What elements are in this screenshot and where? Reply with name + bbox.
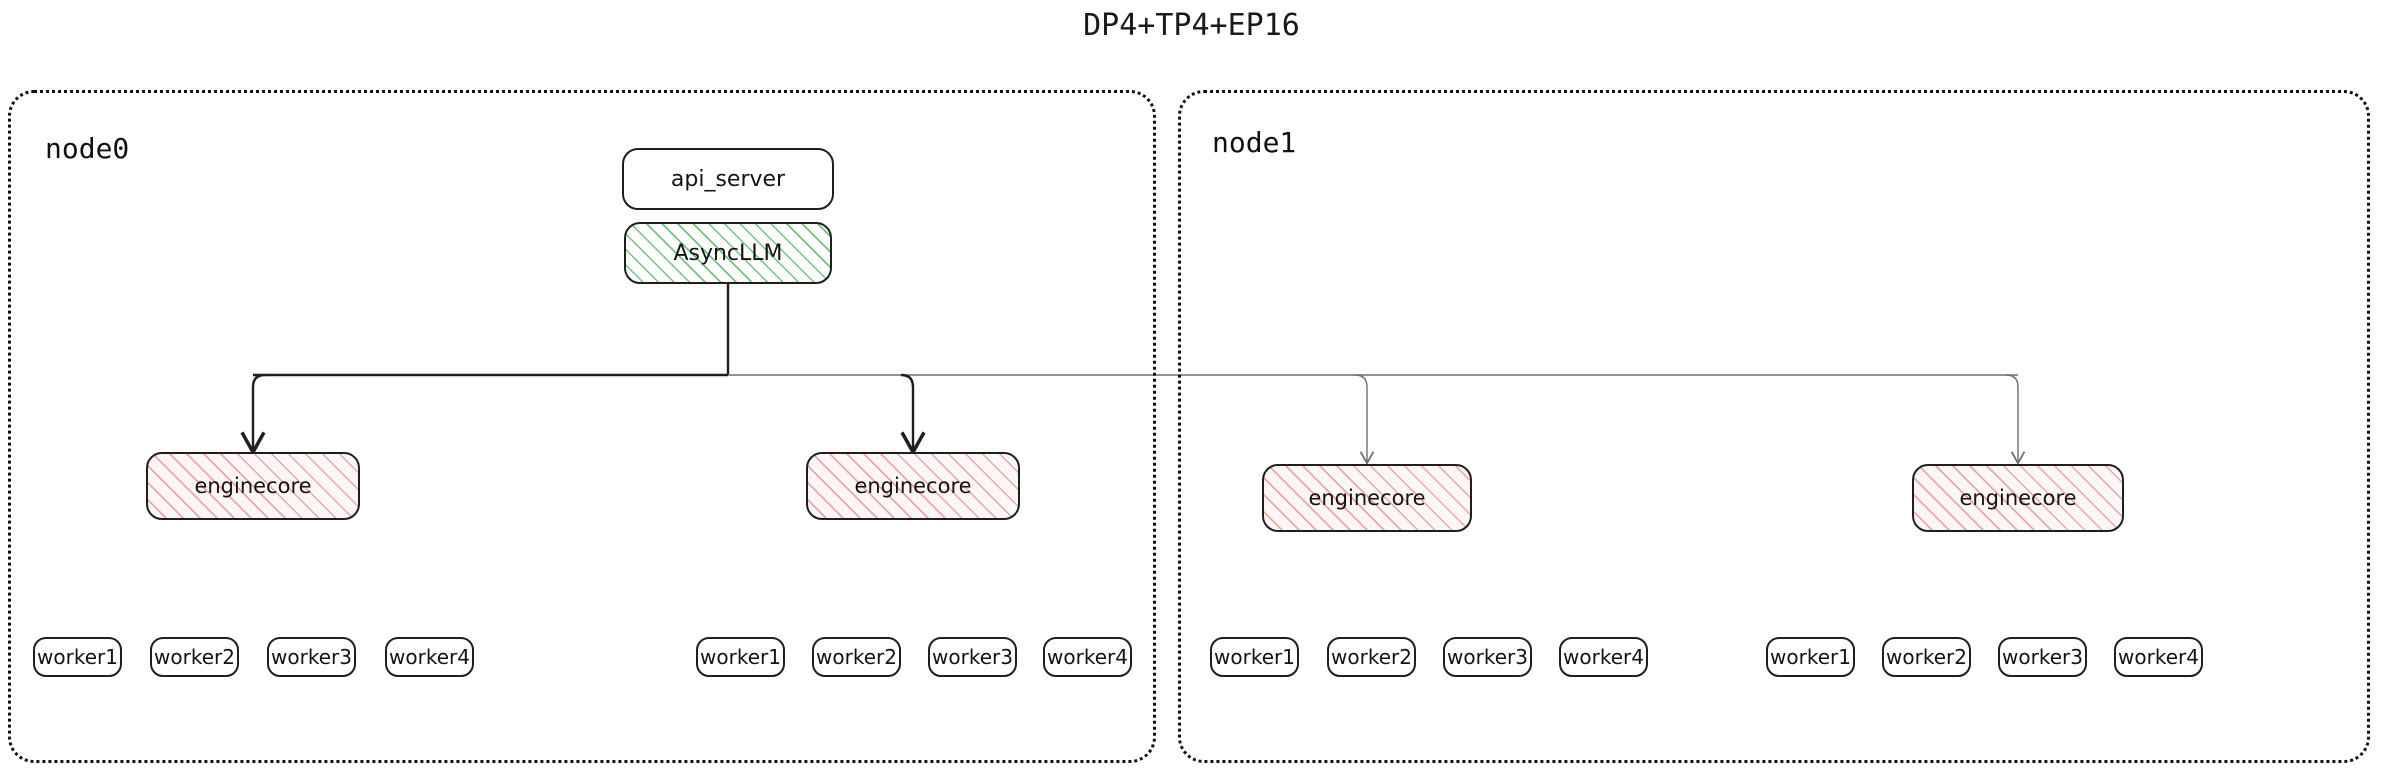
api-server-box[interactable]: api_server xyxy=(622,148,834,210)
worker-box[interactable]: worker3 xyxy=(1443,637,1532,677)
worker-label: worker2 xyxy=(1331,645,1412,669)
worker-label: worker3 xyxy=(271,645,352,669)
worker-label: worker3 xyxy=(2002,645,2083,669)
enginecore-label: enginecore xyxy=(854,474,972,498)
worker-box[interactable]: worker1 xyxy=(696,637,785,677)
worker-box[interactable]: worker4 xyxy=(1559,637,1648,677)
node-label-node0: node0 xyxy=(45,132,130,165)
enginecore-label: enginecore xyxy=(1959,486,2077,510)
worker-label: worker4 xyxy=(2118,645,2199,669)
worker-box[interactable]: worker4 xyxy=(1043,637,1132,677)
worker-label: worker2 xyxy=(816,645,897,669)
worker-label: worker1 xyxy=(37,645,118,669)
worker-label: worker1 xyxy=(1214,645,1295,669)
node-container-node1 xyxy=(1178,90,2370,763)
api-server-label: api_server xyxy=(670,166,786,192)
async-llm-label: AsyncLLM xyxy=(673,240,783,266)
worker-box[interactable]: worker1 xyxy=(1766,637,1855,677)
node-label-node1: node1 xyxy=(1212,126,1297,159)
worker-box[interactable]: worker3 xyxy=(1998,637,2087,677)
worker-box[interactable]: worker3 xyxy=(267,637,356,677)
worker-label: worker1 xyxy=(1770,645,1851,669)
worker-label: worker3 xyxy=(1447,645,1528,669)
worker-box[interactable]: worker2 xyxy=(1882,637,1971,677)
enginecore-box[interactable]: enginecore xyxy=(146,452,360,520)
worker-box[interactable]: worker3 xyxy=(928,637,1017,677)
worker-box[interactable]: worker4 xyxy=(2114,637,2203,677)
worker-box[interactable]: worker1 xyxy=(1210,637,1299,677)
worker-label: worker2 xyxy=(1886,645,1967,669)
worker-box[interactable]: worker4 xyxy=(385,637,474,677)
node-container-node0 xyxy=(8,90,1156,763)
worker-label: worker1 xyxy=(700,645,781,669)
worker-label: worker4 xyxy=(1047,645,1128,669)
enginecore-box[interactable]: enginecore xyxy=(806,452,1020,520)
worker-box[interactable]: worker2 xyxy=(812,637,901,677)
worker-label: worker2 xyxy=(154,645,235,669)
worker-label: worker4 xyxy=(389,645,470,669)
worker-box[interactable]: worker2 xyxy=(150,637,239,677)
enginecore-label: enginecore xyxy=(1308,486,1426,510)
async-llm-box[interactable]: AsyncLLM xyxy=(624,222,832,284)
enginecore-label: enginecore xyxy=(194,474,312,498)
worker-box[interactable]: worker2 xyxy=(1327,637,1416,677)
page-title: DP4+TP4+EP16 xyxy=(1083,8,1300,43)
worker-label: worker3 xyxy=(932,645,1013,669)
enginecore-box[interactable]: enginecore xyxy=(1262,464,1472,532)
enginecore-box[interactable]: enginecore xyxy=(1912,464,2124,532)
worker-box[interactable]: worker1 xyxy=(33,637,122,677)
worker-label: worker4 xyxy=(1563,645,1644,669)
